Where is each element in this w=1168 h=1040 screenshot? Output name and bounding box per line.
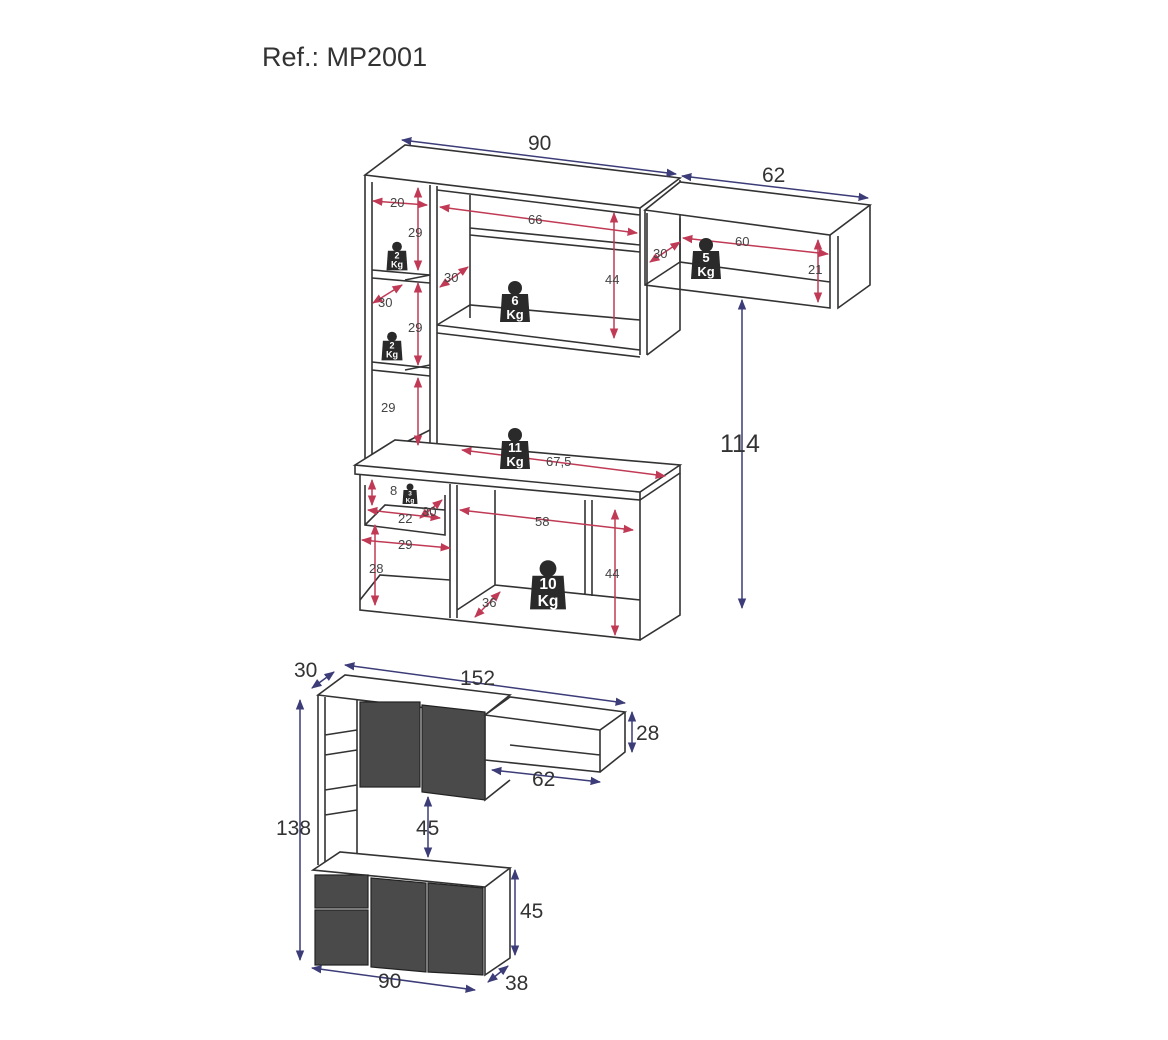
dim-upper-depth: 30 (444, 270, 458, 285)
dim-shelf-width: 62 (532, 768, 555, 791)
dim-lower-right-depth: 36 (482, 595, 496, 610)
dim-shelf-inner-width: 60 (735, 234, 749, 249)
dim-shelf-height: 21 (808, 262, 822, 277)
dim-shelf-width: 62 (762, 164, 785, 187)
dim-left-col-width: 20 (390, 195, 404, 210)
weight-badge: 2Kg (386, 241, 408, 271)
dim-left-col-h2: 29 (408, 320, 422, 335)
dim-top-width: 90 (528, 132, 551, 155)
overview-view: 30 152 138 28 62 45 45 90 38 (276, 659, 659, 995)
dim-total-width: 152 (460, 667, 495, 690)
dim-left-col-h1: 29 (408, 225, 422, 240)
dim-total-height: 138 (276, 817, 311, 840)
dim-depth-top: 30 (294, 659, 317, 682)
weight-badge: 6Kg (500, 281, 530, 322)
dim-gap: 45 (416, 817, 439, 840)
svg-text:2: 2 (389, 341, 394, 351)
dim-upper-height: 44 (605, 272, 619, 287)
dim-drawer-height: 8 (390, 483, 397, 498)
weight-badge: 3Kg (402, 483, 418, 505)
svg-text:Kg: Kg (391, 260, 403, 270)
dim-lower-right-height: 44 (605, 566, 619, 581)
dim-lower-left-width: 29 (398, 537, 412, 552)
svg-text:Kg: Kg (406, 498, 415, 505)
dim-base-height: 45 (520, 900, 543, 923)
dim-base-depth: 38 (505, 972, 528, 995)
dim-lower-right-width: 58 (535, 514, 549, 529)
dim-upper-inner-width: 66 (528, 212, 542, 227)
svg-text:3: 3 (408, 491, 412, 498)
svg-text:6: 6 (511, 293, 518, 308)
svg-text:11: 11 (508, 440, 522, 455)
dim-height-to-shelf: 114 (720, 430, 760, 458)
dim-left-col-h3: 29 (381, 400, 395, 415)
dim-drawer-width: 22 (398, 511, 412, 526)
svg-text:2: 2 (394, 251, 399, 261)
detail-view: 20 29 29 29 30 30 66 44 30 60 21 67,5 8 … (352, 132, 873, 641)
top-panel (362, 144, 683, 209)
svg-text:10: 10 (539, 576, 557, 593)
dim-shelf-depth: 30 (653, 246, 667, 261)
dim-shelf-height: 28 (636, 722, 659, 745)
svg-text:Kg: Kg (697, 264, 714, 279)
svg-text:Kg: Kg (506, 307, 523, 322)
dim-base-width: 90 (378, 970, 401, 993)
svg-text:Kg: Kg (386, 350, 398, 360)
svg-text:Kg: Kg (506, 454, 523, 469)
dim-drawer-depth: 30 (422, 504, 436, 519)
reference-code: Ref.: MP2001 (262, 42, 428, 72)
svg-text:Kg: Kg (538, 593, 559, 610)
dim-lower-left-height: 28 (369, 561, 383, 576)
dim-left-col-depth: 30 (378, 295, 392, 310)
dim-counter-width: 67,5 (546, 454, 571, 469)
svg-text:5: 5 (702, 250, 709, 265)
weight-badge: 5Kg (691, 238, 721, 279)
weight-badge: 2Kg (381, 331, 403, 361)
